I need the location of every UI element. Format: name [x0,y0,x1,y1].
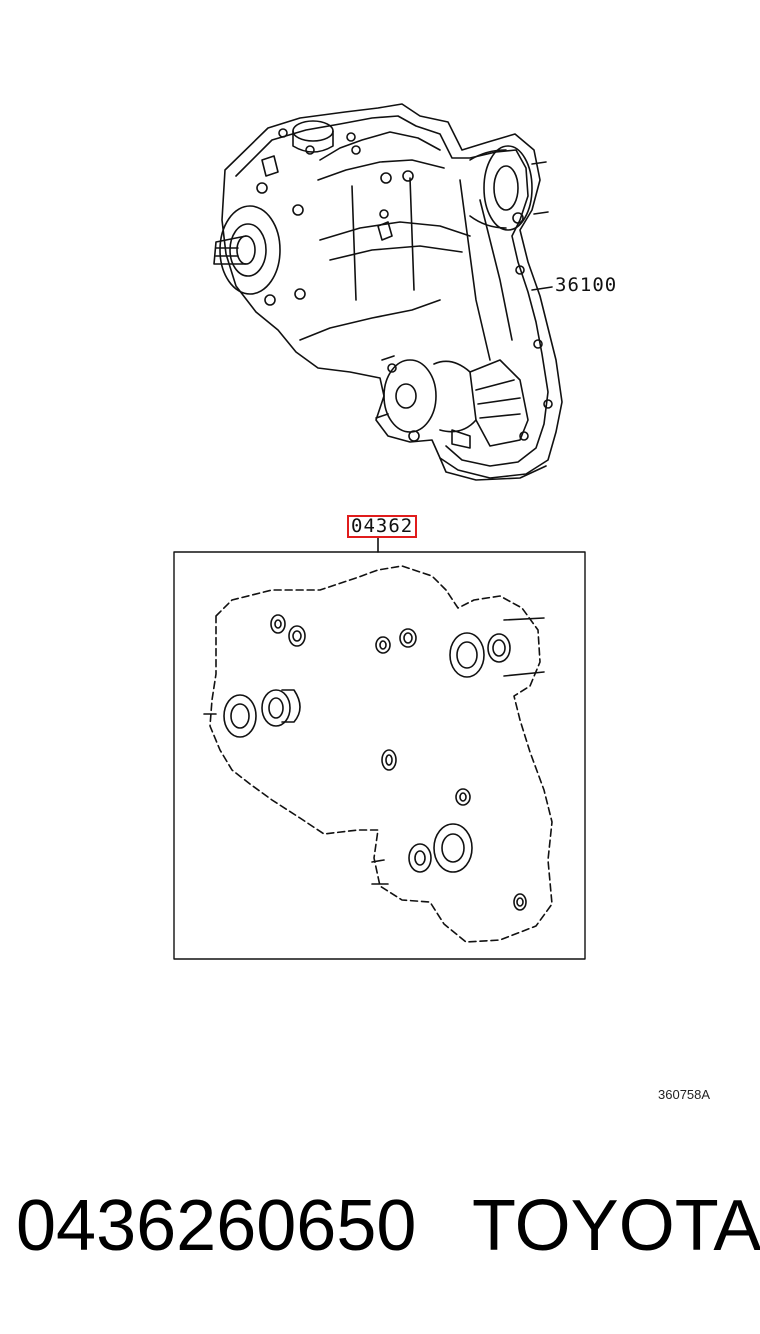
brand-name: TOYOTA [472,1186,760,1266]
callout-04362-highlighted: 04362 [347,515,418,538]
transfer-case-illustration [213,103,563,481]
part-number: 0436260650 [16,1186,417,1266]
diagram-reference-code: 360758A [658,1087,711,1102]
seal-group [223,614,527,911]
gasket-kit-illustration [173,537,586,960]
callout-36100: 36100 [555,274,618,296]
footer-caption: 0436260650 TOYOTA [0,1185,760,1285]
leader-line-36100 [531,286,553,291]
parts-diagram [173,103,586,960]
